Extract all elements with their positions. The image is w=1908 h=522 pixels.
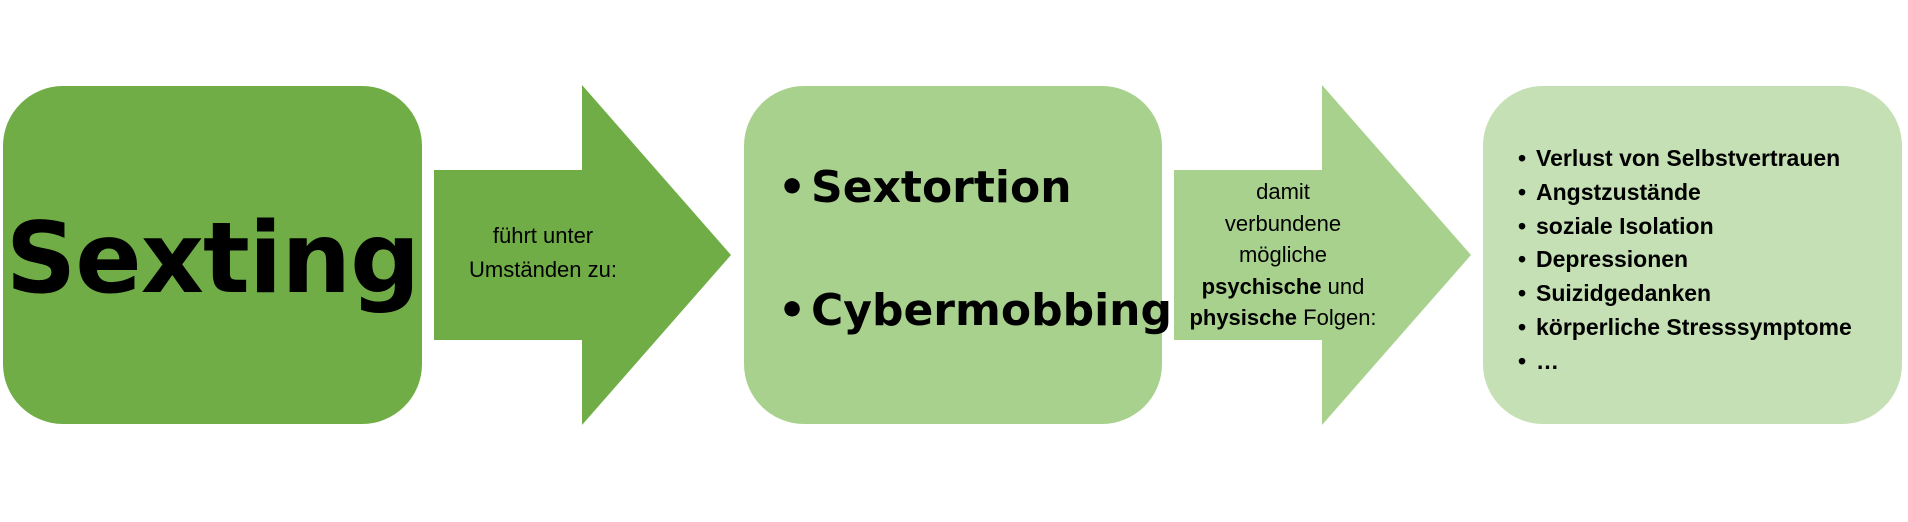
list-item: • Suizidgedanken: [1518, 277, 1852, 311]
list-item-label: körperliche Stresssymptome: [1536, 313, 1852, 340]
arrow-1-label: führt unter Umständen zu:: [434, 219, 652, 287]
bullet: •: [778, 162, 807, 213]
list-item-label: Sextortion: [811, 162, 1072, 213]
list-item-label: Suizidgedanken: [1536, 280, 1712, 307]
list-item: • Depressionen: [1518, 243, 1852, 277]
list-item-label: Depressionen: [1536, 246, 1689, 273]
bullet: •: [1518, 280, 1527, 307]
arrow-2-label-line2: verbundene: [1224, 210, 1342, 236]
arrow-2-psychische: psychische: [1201, 273, 1322, 299]
consequences-list: • Verlust von Selbstvertrauen • Angstzus…: [1518, 142, 1852, 379]
arrow-2-physische: physische: [1189, 305, 1298, 330]
list-item-label: soziale Isolation: [1536, 212, 1714, 239]
sexting-title: Sexting: [5, 202, 421, 316]
list-item-label: Verlust von Selbstvertrauen: [1536, 145, 1841, 171]
bullet: •: [1518, 178, 1527, 205]
list-item-label: …: [1536, 347, 1559, 374]
arrow-leads-to: führt unter Umständen zu:: [434, 84, 732, 426]
bullet: •: [1518, 212, 1527, 239]
sexting-box: Sexting: [3, 86, 422, 424]
list-item: • Cybermobbing: [778, 289, 1172, 333]
arrow-2-folgen: Folgen:: [1297, 305, 1377, 330]
arrow-1-label-line2: Umständen zu:: [469, 257, 617, 282]
list-item: • Angstzustände: [1518, 176, 1852, 210]
arrow-2-label-line1: damit: [1256, 179, 1310, 204]
bullet: •: [1518, 313, 1527, 340]
risks-list: • Sextortion • Cybermobbing: [778, 166, 1172, 333]
bullet: •: [1518, 145, 1527, 171]
arrow-2-label-line4: psychische und: [1174, 271, 1392, 303]
list-item-label: Angstzustände: [1536, 178, 1701, 205]
arrow-2-label-line3: mögliche: [1238, 242, 1328, 267]
list-item: • soziale Isolation: [1518, 210, 1852, 244]
arrow-consequences: damit verbundene mögliche psychische und…: [1174, 84, 1472, 426]
bullet: •: [1518, 347, 1527, 374]
list-item: • Sextortion: [778, 166, 1172, 210]
list-item-label: Cybermobbing: [811, 285, 1172, 336]
bullet: •: [1518, 246, 1527, 273]
list-item: • …: [1518, 345, 1852, 379]
arrow-2-label: damit verbundene mögliche psychische und…: [1174, 176, 1392, 334]
arrow-1-shape: [434, 85, 731, 425]
list-item: • körperliche Stresssymptome: [1518, 311, 1852, 345]
arrow-2-label-line5: physische Folgen:: [1174, 302, 1392, 334]
consequences-box: • Verlust von Selbstvertrauen • Angstzus…: [1483, 86, 1902, 424]
risks-box: • Sextortion • Cybermobbing: [744, 86, 1172, 424]
bullet: •: [778, 285, 807, 336]
arrow-2-und: und: [1321, 273, 1365, 299]
arrow-1-label-line1: führt unter: [492, 223, 594, 248]
arrow-2-shape: [1174, 85, 1471, 425]
list-item: • Verlust von Selbstvertrauen: [1518, 142, 1852, 176]
